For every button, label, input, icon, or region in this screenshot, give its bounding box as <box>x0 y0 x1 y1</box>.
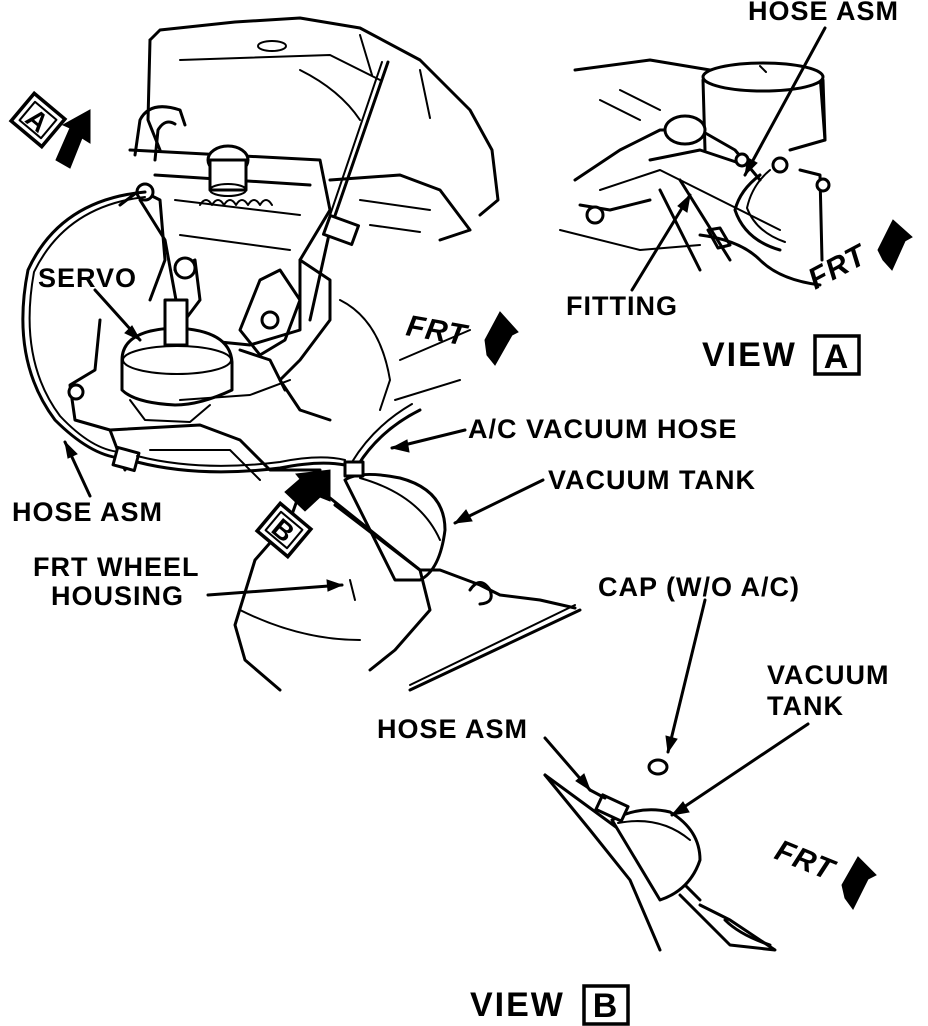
leader-lines <box>63 26 827 817</box>
view-a-box <box>813 334 861 376</box>
vacuum-tank-b-label-line2: TANK <box>767 691 844 721</box>
callout-b-box: B <box>254 500 314 560</box>
frt-main-arrow-icon <box>484 311 519 366</box>
view-b-drawing <box>543 758 777 952</box>
hose-asm-label-view-a: HOSE ASM <box>748 0 899 26</box>
frt-wheel-housing-label-line2: HOUSING <box>51 581 184 611</box>
callout-a-arrow-icon <box>55 109 91 169</box>
engine-assembly-drawing <box>21 16 582 692</box>
view-b-title: VIEW <box>470 986 565 1024</box>
view-a-title: VIEW <box>702 336 797 374</box>
callout-a-box: A <box>8 90 68 150</box>
frt-view-a-arrow-icon <box>877 219 913 271</box>
servo-label: SERVO <box>38 263 137 293</box>
cap-label: CAP (W/O A/C) <box>598 572 800 602</box>
ac-vacuum-hose-label: A/C VACUUM HOSE <box>468 414 738 444</box>
vacuum-tank-b-label-line1: VACUUM <box>767 660 890 690</box>
frt-label-main: FRT <box>404 309 471 352</box>
frt-wheel-housing-label-line1: FRT WHEEL <box>33 552 199 582</box>
view-a-letter: A <box>824 338 851 376</box>
direction-arrows <box>55 109 913 910</box>
view-b-letter: B <box>593 987 620 1025</box>
vacuum-tank-label: VACUUM TANK <box>548 465 756 495</box>
view-b-box <box>582 984 630 1026</box>
frt-label-view-a: FRT <box>803 238 874 296</box>
hose-asm-label-main: HOSE ASM <box>12 497 163 527</box>
frt-view-b-arrow-icon <box>841 856 877 910</box>
hose-asm-label-view-b: HOSE ASM <box>377 714 528 744</box>
callout-b-arrow-icon <box>284 469 331 512</box>
frt-label-view-b: FRT <box>770 834 840 888</box>
fitting-label: FITTING <box>566 291 678 321</box>
